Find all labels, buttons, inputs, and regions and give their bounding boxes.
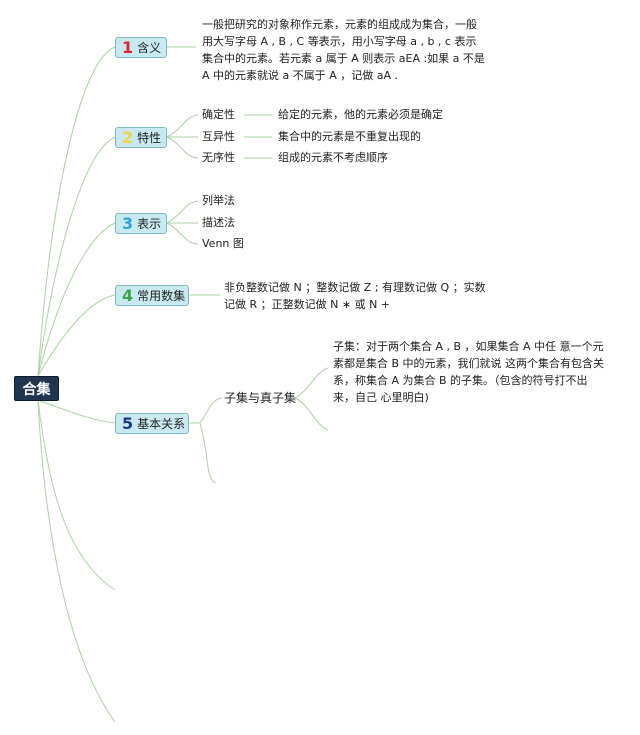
branch-number: 1 — [122, 37, 134, 57]
branch-number: 2 — [122, 127, 134, 147]
branch-number: 4 — [122, 285, 134, 305]
notation-item: Venn 图 — [202, 237, 244, 250]
branch-node-notation[interactable]: 3 表示 — [115, 213, 167, 234]
connector-root-5 — [37, 399, 116, 424]
property-name: 无序性 — [202, 151, 235, 164]
branch-4-description: 非负整数记做 N ；整数记做 Z ; 有理数记做 Q ；实数记做 R ；正整数记… — [224, 281, 486, 311]
branch-node-number-sets[interactable]: 4 常用数集 — [115, 285, 189, 306]
branch-number: 5 — [122, 413, 134, 433]
property-desc: 组成的元素不考虑顺序 — [278, 151, 388, 164]
connector-root-4 — [37, 294, 116, 377]
root-node[interactable]: 合集 — [14, 376, 59, 401]
branch-node-properties[interactable]: 2 特性 — [115, 127, 167, 148]
property-desc: 集合中的元素是不重复出现的 — [278, 130, 421, 143]
root-label: 合集 — [22, 381, 51, 398]
subset-node-label: 子集与真子集 — [224, 391, 297, 405]
branch-label: 常用数集 — [137, 289, 186, 303]
connector-root-2 — [37, 136, 116, 377]
branch-label: 特性 — [137, 131, 162, 145]
property-name: 确定性 — [202, 108, 235, 121]
branch-label: 基本关系 — [137, 417, 186, 431]
connector-root-3 — [37, 222, 116, 377]
branch-node-relations[interactable]: 5 基本关系 — [115, 413, 189, 434]
branch-node-meaning[interactable]: 1 含义 — [115, 37, 167, 58]
property-name: 互异性 — [202, 130, 235, 143]
connector-root-extra-1 — [37, 399, 116, 591]
branch-number: 3 — [122, 213, 134, 233]
notation-item: 描述法 — [202, 216, 235, 229]
connector-root-extra-2 — [37, 399, 116, 723]
subset-description: 子集：对于两个集合 A , B ，如果集合 A 中任 意一个元素都是集合 B 中… — [333, 340, 605, 404]
notation-item: 列举法 — [202, 194, 235, 207]
connector-root-1 — [37, 46, 116, 377]
property-desc: 给定的元素，他的元素必须是确定 — [278, 108, 443, 121]
branch-1-description: 一般把研究的对象称作元素，元素的组成成为集合，一般用大写字母 A , B , C… — [202, 18, 485, 82]
branch-label: 含义 — [137, 41, 162, 55]
branch-label: 表示 — [137, 217, 162, 231]
